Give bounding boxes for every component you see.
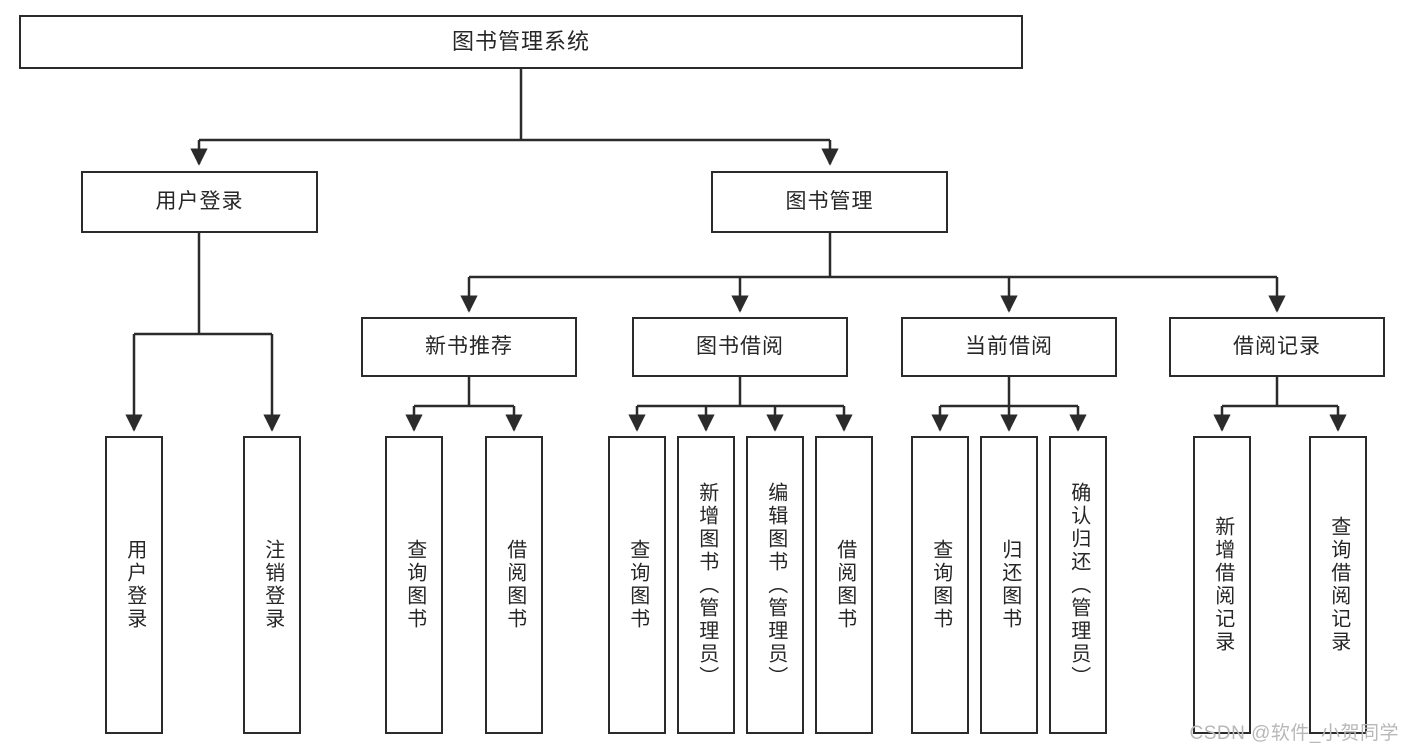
- node-label: 注销登录: [261, 539, 284, 631]
- leaf-new-book-recommend-0[interactable]: 查询图书: [385, 436, 443, 734]
- node-label: 用户登录: [155, 190, 244, 214]
- node-label: 用户登录: [123, 539, 146, 631]
- node-new-book-recommend[interactable]: 新书推荐: [361, 317, 577, 377]
- csdn-watermark: CSDN @软件_小贺同学: [1189, 723, 1399, 744]
- leaf-book-borrow-1[interactable]: 新增图书（管理员）: [677, 436, 735, 734]
- node-label: 图书管理系统: [451, 28, 590, 54]
- node-user-login[interactable]: 用户登录: [81, 171, 318, 233]
- leaf-book-borrow-3[interactable]: 借阅图书: [815, 436, 873, 734]
- node-label: 借阅记录: [1233, 335, 1321, 359]
- node-current-borrow[interactable]: 当前借阅: [901, 317, 1117, 377]
- node-label: 图书借阅: [696, 335, 784, 359]
- node-label: 借阅图书: [833, 539, 856, 631]
- node-label: 当前借阅: [965, 335, 1053, 359]
- node-label: 查询借阅记录: [1327, 516, 1350, 654]
- node-label: 新书推荐: [425, 335, 513, 359]
- node-label: 图书管理: [785, 190, 874, 214]
- node-book-management[interactable]: 图书管理: [711, 171, 948, 233]
- node-label: 查询图书: [626, 539, 649, 631]
- node-label: 借阅图书: [503, 539, 526, 631]
- node-label: 确认归还（管理员）: [1067, 481, 1090, 689]
- leaf-current-borrow-1[interactable]: 归还图书: [980, 436, 1038, 734]
- leaf-borrow-record-0[interactable]: 新增借阅记录: [1193, 436, 1251, 734]
- leaf-user-login-1[interactable]: 注销登录: [243, 436, 301, 734]
- node-label: 查询图书: [403, 539, 426, 631]
- node-borrow-record[interactable]: 借阅记录: [1169, 317, 1385, 377]
- node-label: 新增借阅记录: [1211, 516, 1234, 654]
- leaf-current-borrow-2[interactable]: 确认归还（管理员）: [1049, 436, 1107, 734]
- leaf-book-borrow-2[interactable]: 编辑图书（管理员）: [746, 436, 804, 734]
- node-label: 新增图书（管理员）: [695, 481, 718, 689]
- node-label: 编辑图书（管理员）: [764, 481, 787, 689]
- leaf-user-login-0[interactable]: 用户登录: [105, 436, 163, 734]
- leaf-current-borrow-0[interactable]: 查询图书: [911, 436, 969, 734]
- leaf-borrow-record-1[interactable]: 查询借阅记录: [1309, 436, 1367, 734]
- node-label: 查询图书: [929, 539, 952, 631]
- node-root-book-management-system[interactable]: 图书管理系统: [19, 15, 1023, 69]
- leaf-book-borrow-0[interactable]: 查询图书: [608, 436, 666, 734]
- leaf-new-book-recommend-1[interactable]: 借阅图书: [485, 436, 543, 734]
- node-book-borrow[interactable]: 图书借阅: [632, 317, 848, 377]
- node-label: 归还图书: [998, 539, 1021, 631]
